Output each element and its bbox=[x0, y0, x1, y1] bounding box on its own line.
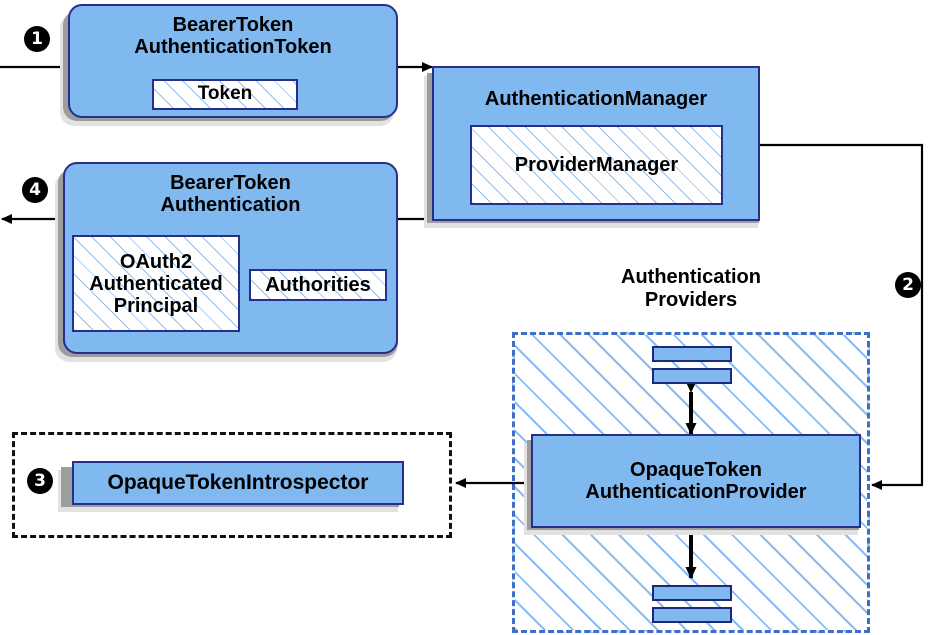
provider-stub-top-2 bbox=[652, 368, 732, 384]
node-opaque-token-introspector-label: OpaqueTokenIntrospector bbox=[107, 471, 369, 495]
node-authentication-manager-label: AuthenticationManager bbox=[484, 88, 708, 110]
step-marker-3: 3 bbox=[27, 468, 53, 494]
provider-stub-bottom-2 bbox=[652, 607, 732, 623]
provider-stub-top-1 bbox=[652, 346, 732, 362]
node-bearer-token-authentication-label: BearerToken Authentication bbox=[160, 172, 301, 217]
authentication-providers-caption: Authentication Providers bbox=[621, 266, 761, 311]
node-opaque-token-authentication-provider-label: OpaqueToken AuthenticationProvider bbox=[585, 458, 807, 503]
step-marker-4: 4 bbox=[22, 177, 48, 203]
provider-stub-bottom-1 bbox=[652, 585, 732, 601]
step-marker-1: 1 bbox=[24, 26, 50, 52]
node-bearer-token-authentication-token-label: BearerToken AuthenticationToken bbox=[134, 14, 332, 59]
inner-oauth2-authenticated-principal: OAuth2 Authenticated Principal bbox=[72, 235, 240, 332]
step-marker-2: 2 bbox=[895, 272, 921, 298]
inner-token: Token bbox=[152, 79, 298, 110]
node-opaque-token-introspector[interactable]: OpaqueTokenIntrospector bbox=[72, 461, 404, 505]
group-introspector bbox=[12, 432, 452, 538]
inner-provider-manager: ProviderManager bbox=[470, 125, 723, 205]
inner-authorities: Authorities bbox=[249, 269, 387, 301]
node-opaque-token-authentication-provider[interactable]: OpaqueToken AuthenticationProvider bbox=[531, 434, 861, 528]
